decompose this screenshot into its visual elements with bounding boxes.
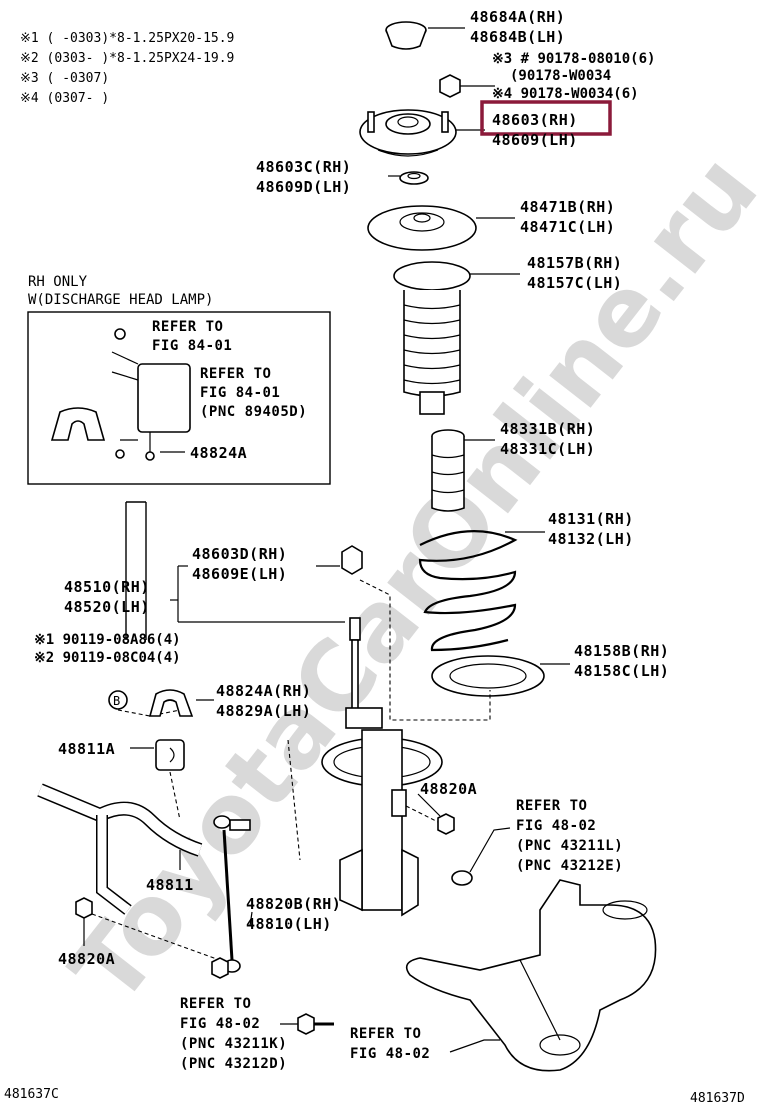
bump-stop-part[interactable] (431, 429, 465, 512)
note-1: ※1 ( -0303)*8-1.25PX20-15.9 (20, 31, 234, 46)
bearing-part[interactable] (399, 171, 429, 185)
notes-block: ※1 ( -0303)*8-1.25PX20-15.9 ※2 (0303- )*… (20, 31, 234, 106)
stabilizer-bar-part[interactable] (37, 783, 203, 915)
label-48471c: 48471C(LH) (520, 218, 615, 236)
label-48684b: 48684B(LH) (470, 28, 565, 46)
coil-spring-part[interactable] (418, 530, 518, 652)
knuckle-nut-part[interactable] (451, 870, 473, 886)
inset-box (27, 311, 331, 485)
label-48520: 48520(LH) (64, 598, 150, 616)
nut-48820a-left-part[interactable] (75, 897, 93, 919)
refer-knuckle-line4: (PNC 43212E) (516, 858, 623, 874)
label-48820b: 48820B(RH) (246, 895, 341, 913)
refer-link-line4: (PNC 43212D) (180, 1056, 287, 1072)
label-48131: 48131(RH) (548, 510, 634, 528)
label-48603: 48603(RH) (492, 111, 578, 129)
label-90178-c: ※4 90178-W0034(6) (492, 86, 639, 102)
refer-link-line2: FIG 48-02 (180, 1016, 260, 1032)
note-4: ※4 (0307- ) (20, 91, 109, 106)
stabilizer-link-part[interactable] (211, 815, 251, 979)
label-48820a-bottom: 48820A (58, 950, 115, 968)
inset-refer2-line3: (PNC 89405D) (200, 404, 307, 420)
label-48158c: 48158C(LH) (574, 662, 669, 680)
circle-b-marker: B (108, 690, 128, 710)
inset-refer2-line2: FIG 84-01 (200, 385, 280, 401)
lower-insulator-part[interactable] (431, 655, 545, 697)
label-48609e: 48609E(LH) (192, 565, 287, 583)
strut-nut-part[interactable] (341, 545, 363, 575)
label-48820a-top: 48820A (420, 780, 477, 798)
shock-absorber-part[interactable] (321, 617, 443, 917)
note-2: ※2 (0303- )*8-1.25PX24-19.9 (20, 51, 234, 66)
label-48829a: 48829A(LH) (216, 702, 311, 720)
label-48158b: 48158B(RH) (574, 642, 669, 660)
label-48157c: 48157C(LH) (527, 274, 622, 292)
svg-text:B: B (113, 694, 120, 708)
label-90119-a: ※1 90119-08A86(4) (34, 632, 181, 648)
upper-spring-seat-part[interactable] (367, 205, 477, 251)
label-48824a: 48824A(RH) (216, 682, 311, 700)
label-48603c: 48603C(RH) (256, 158, 351, 176)
refer-knuckle-line3: (PNC 43211L) (516, 838, 623, 854)
label-48132: 48132(LH) (548, 530, 634, 548)
inset-title-2: W(DISCHARGE HEAD LAMP) (28, 292, 213, 308)
label-48811a: 48811A (58, 740, 115, 758)
label-48331c: 48331C(LH) (500, 440, 595, 458)
refer-lower-line1: REFER TO (350, 1026, 421, 1042)
highlight-box (480, 100, 612, 136)
stabilizer-bracket-part[interactable] (148, 689, 194, 717)
inset-refer1-line2: FIG 84-01 (152, 338, 232, 354)
label-48810: 48810(LH) (246, 915, 332, 933)
inset-refer2-line1: REFER TO (200, 366, 271, 382)
figure-code-left: 481637C (4, 1087, 59, 1102)
dust-boot-part[interactable] (393, 261, 471, 415)
label-90178-b: (90178-W0034 (510, 68, 611, 84)
label-90119-b: ※2 90119-08C04(4) (34, 650, 181, 666)
inset-bracket-part[interactable] (50, 328, 191, 461)
label-90178-a: ※3 # 90178-08010(6) (492, 51, 655, 67)
label-48471b: 48471B(RH) (520, 198, 615, 216)
label-48609: 48609(LH) (492, 131, 578, 149)
inset-title-1: RH ONLY (28, 274, 88, 290)
label-48510: 48510(RH) (64, 578, 150, 596)
upper-support-part[interactable] (359, 109, 457, 157)
dust-cap-part[interactable] (385, 21, 427, 50)
link-bolt-part[interactable] (297, 1013, 334, 1035)
refer-lower-line2: FIG 48-02 (350, 1046, 430, 1062)
label-48603d: 48603D(RH) (192, 545, 287, 563)
nut-48820a-top-part[interactable] (437, 813, 455, 835)
label-48331b: 48331B(RH) (500, 420, 595, 438)
stabilizer-bushing-part[interactable] (155, 739, 185, 771)
note-3: ※3 ( -0307) (20, 71, 109, 86)
nut-90178-part[interactable] (439, 74, 461, 98)
label-48811: 48811 (146, 876, 194, 894)
label-48684a: 48684A(RH) (470, 8, 565, 26)
label-48609d: 48609D(LH) (256, 178, 351, 196)
inset-refer1-line1: REFER TO (152, 319, 223, 335)
refer-knuckle-line1: REFER TO (516, 798, 587, 814)
refer-knuckle-line2: FIG 48-02 (516, 818, 596, 834)
steering-knuckle-part[interactable] (405, 879, 657, 1072)
refer-link-line3: (PNC 43211K) (180, 1036, 287, 1052)
refer-link-line1: REFER TO (180, 996, 251, 1012)
figure-code-right: 481637D (690, 1091, 745, 1106)
label-48157b: 48157B(RH) (527, 254, 622, 272)
label-inset-48824a: 48824A (190, 444, 247, 462)
